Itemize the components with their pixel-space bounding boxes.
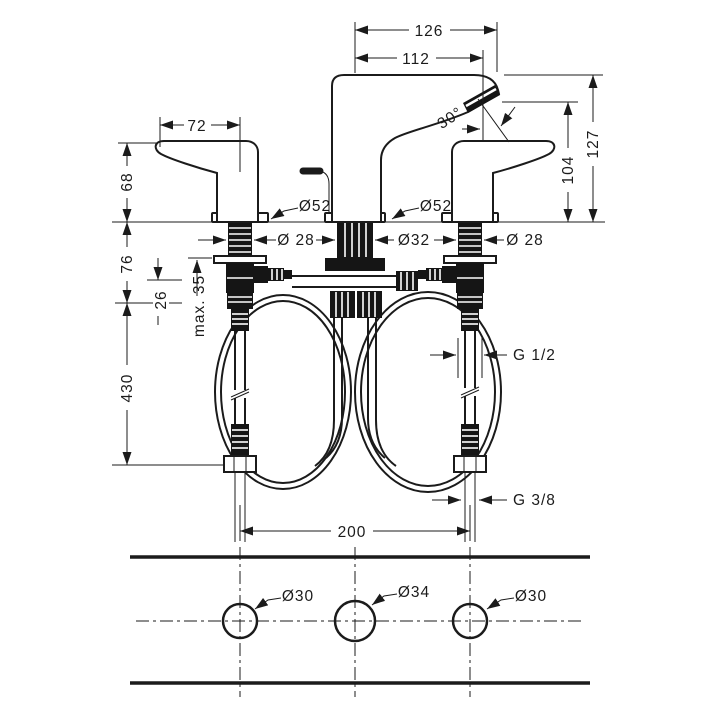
- dim-label-76: 76: [119, 254, 136, 273]
- dim-200: 200: [239, 505, 471, 541]
- g38-nut-right: [453, 455, 487, 473]
- dim-label-dia28-left: Ø 28: [277, 232, 315, 249]
- g38-nut-left: [223, 455, 257, 473]
- center-shank: [325, 222, 385, 271]
- dim-label-dia34: Ø34: [398, 584, 430, 601]
- dim-127: 127: [504, 74, 603, 222]
- dim-label-dia30-left: Ø30: [282, 588, 314, 605]
- dim-76: 76: [115, 222, 182, 304]
- dim-label-dia30-right: Ø30: [515, 588, 547, 605]
- dim-label-dia28-right: Ø 28: [506, 232, 544, 249]
- dim-126: 126: [354, 21, 498, 73]
- dim-label-26: 26: [153, 290, 170, 309]
- dim-430: 430: [112, 303, 224, 466]
- dim-dia52-left: Ø52: [270, 198, 331, 220]
- hole-right: [451, 602, 489, 640]
- plan-view: Ø30 Ø34 Ø30: [130, 547, 590, 697]
- mounting-washer-left: [213, 255, 267, 264]
- hole-left: [221, 602, 259, 640]
- dim-label-127: 127: [585, 130, 602, 159]
- dim-g38: G 3/8: [432, 492, 556, 509]
- dim-hole-right: Ø30: [486, 588, 547, 610]
- dim-label-68: 68: [119, 172, 136, 191]
- left-valve-underdeck: [213, 222, 292, 542]
- dim-104: 104: [502, 101, 578, 222]
- right-valve-underdeck: [418, 222, 497, 542]
- dim-label-112: 112: [402, 51, 430, 68]
- hose-loop-left: [214, 294, 352, 490]
- dim-g12: G 1/2: [430, 338, 556, 378]
- dim-label-dia32: Ø32: [398, 232, 430, 249]
- right-handle: [451, 140, 556, 223]
- dim-label-430: 430: [119, 374, 136, 403]
- dim-26: 26: [147, 258, 182, 325]
- dim-68: 68: [118, 142, 157, 222]
- dim-label-max35: max. 35: [191, 275, 208, 337]
- dim-label-g12: G 1/2: [513, 347, 556, 364]
- dim-label-g38: G 3/8: [513, 492, 556, 509]
- horizontal-hose: [292, 271, 418, 291]
- hole-center: [333, 599, 377, 643]
- dim-112: 112: [355, 49, 484, 140]
- dim-hole-left: Ø30: [254, 588, 314, 610]
- dim-label-dia52-center: Ø52: [420, 198, 452, 215]
- mounting-washer-right: [443, 255, 497, 264]
- hose-loop-right: [354, 291, 502, 493]
- dim-max-35: max. 35: [188, 257, 212, 337]
- dimensions: 126 112 30° 72 68: [112, 21, 603, 541]
- under-deck-plumbing: [213, 222, 502, 542]
- dim-label-104: 104: [560, 156, 577, 185]
- dim-label-dia52-left: Ø52: [299, 198, 331, 215]
- left-handle: [154, 140, 259, 223]
- dim-label-126: 126: [415, 23, 444, 40]
- dim-72: 72: [159, 117, 241, 172]
- popup-rod: [319, 170, 330, 213]
- dim-dia52-center: Ø52: [391, 198, 452, 220]
- dim-label-200: 200: [338, 524, 367, 541]
- center-hose-tails: [314, 291, 397, 467]
- dim-hole-center: Ø34: [371, 584, 430, 606]
- dim-label-72: 72: [187, 118, 206, 135]
- dim-shank-diameters: Ø 28 Ø32 Ø 28: [198, 232, 544, 249]
